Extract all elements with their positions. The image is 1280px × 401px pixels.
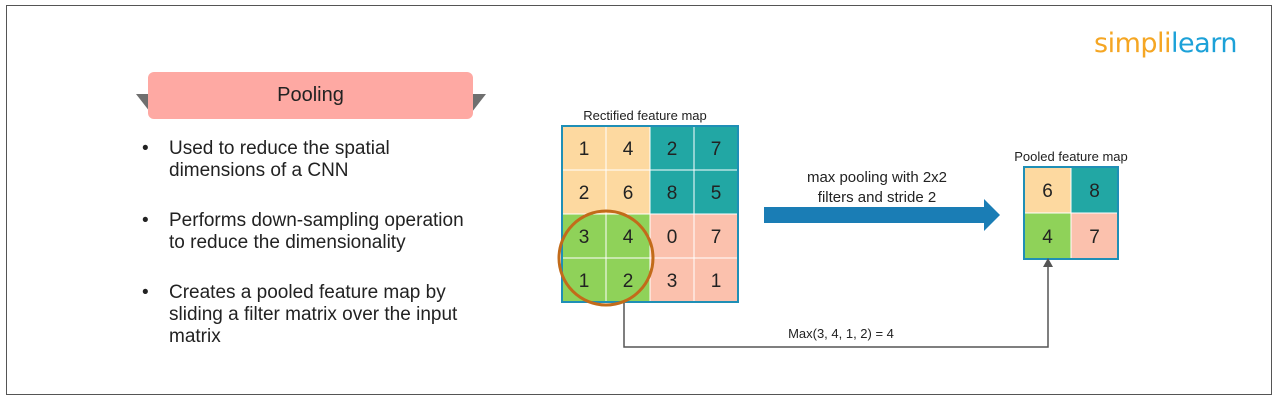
arrow-label-line-1: max pooling with 2x2 — [807, 169, 947, 186]
rectified-value: 5 — [711, 183, 722, 204]
rectified-value: 1 — [579, 139, 590, 160]
rectified-value: 3 — [667, 271, 678, 292]
rectified-cell — [605, 125, 651, 171]
rectified-cell — [693, 125, 739, 171]
rectified-cell — [561, 213, 607, 259]
rectified-cell — [693, 257, 739, 303]
rectified-value: 6 — [623, 183, 634, 204]
rectified-value: 8 — [667, 183, 678, 204]
pooled-border — [1023, 166, 1119, 260]
pooled-value: 4 — [1042, 227, 1053, 248]
rectified-value: 7 — [711, 227, 722, 248]
connector-line — [623, 265, 1049, 348]
rectified-value: 3 — [579, 227, 590, 248]
title-banner: Pooling — [136, 72, 486, 122]
banner-fold-right — [472, 94, 486, 112]
rectified-value: 4 — [623, 139, 634, 160]
rectified-cell — [649, 213, 695, 259]
rectified-cell — [561, 169, 607, 215]
pooling-window-circle — [557, 209, 655, 307]
rectified-cell — [649, 257, 695, 303]
max-formula: Max(3, 4, 1, 2) = 4 — [788, 326, 894, 341]
pooled-feature-map: 6 8 4 7 — [1023, 166, 1119, 260]
rectified-feature-map: 1 4 2 7 2 6 8 5 3 4 0 7 1 2 3 1 — [561, 125, 739, 303]
rectified-cell — [561, 257, 607, 303]
rectified-value: 2 — [623, 271, 634, 292]
pooled-value: 6 — [1042, 181, 1053, 202]
rectified-value: 1 — [579, 271, 590, 292]
pooled-value: 8 — [1089, 181, 1100, 202]
page-title: Pooling — [148, 72, 473, 119]
connector-arrowhead — [1043, 258, 1053, 267]
simplilearn-logo: simplilearn — [1094, 28, 1237, 59]
pooled-cell — [1070, 166, 1119, 214]
banner-fold-left — [136, 94, 150, 112]
pooling-arrow — [764, 199, 1000, 231]
arrow-label-line-2: filters and stride 2 — [818, 189, 936, 206]
pooled-value: 7 — [1089, 227, 1100, 248]
rectified-value: 2 — [667, 139, 678, 160]
rectified-value: 0 — [667, 227, 678, 248]
rectified-border — [561, 125, 739, 303]
rectified-value: 2 — [579, 183, 590, 204]
pooled-map-label: Pooled feature map — [1014, 149, 1127, 164]
rectified-value: 7 — [711, 139, 722, 160]
rectified-value: 1 — [711, 271, 722, 292]
rectified-value: 4 — [623, 227, 634, 248]
rectified-map-label: Rectified feature map — [583, 108, 707, 123]
rectified-cell — [649, 169, 695, 215]
rectified-cell — [693, 213, 739, 259]
